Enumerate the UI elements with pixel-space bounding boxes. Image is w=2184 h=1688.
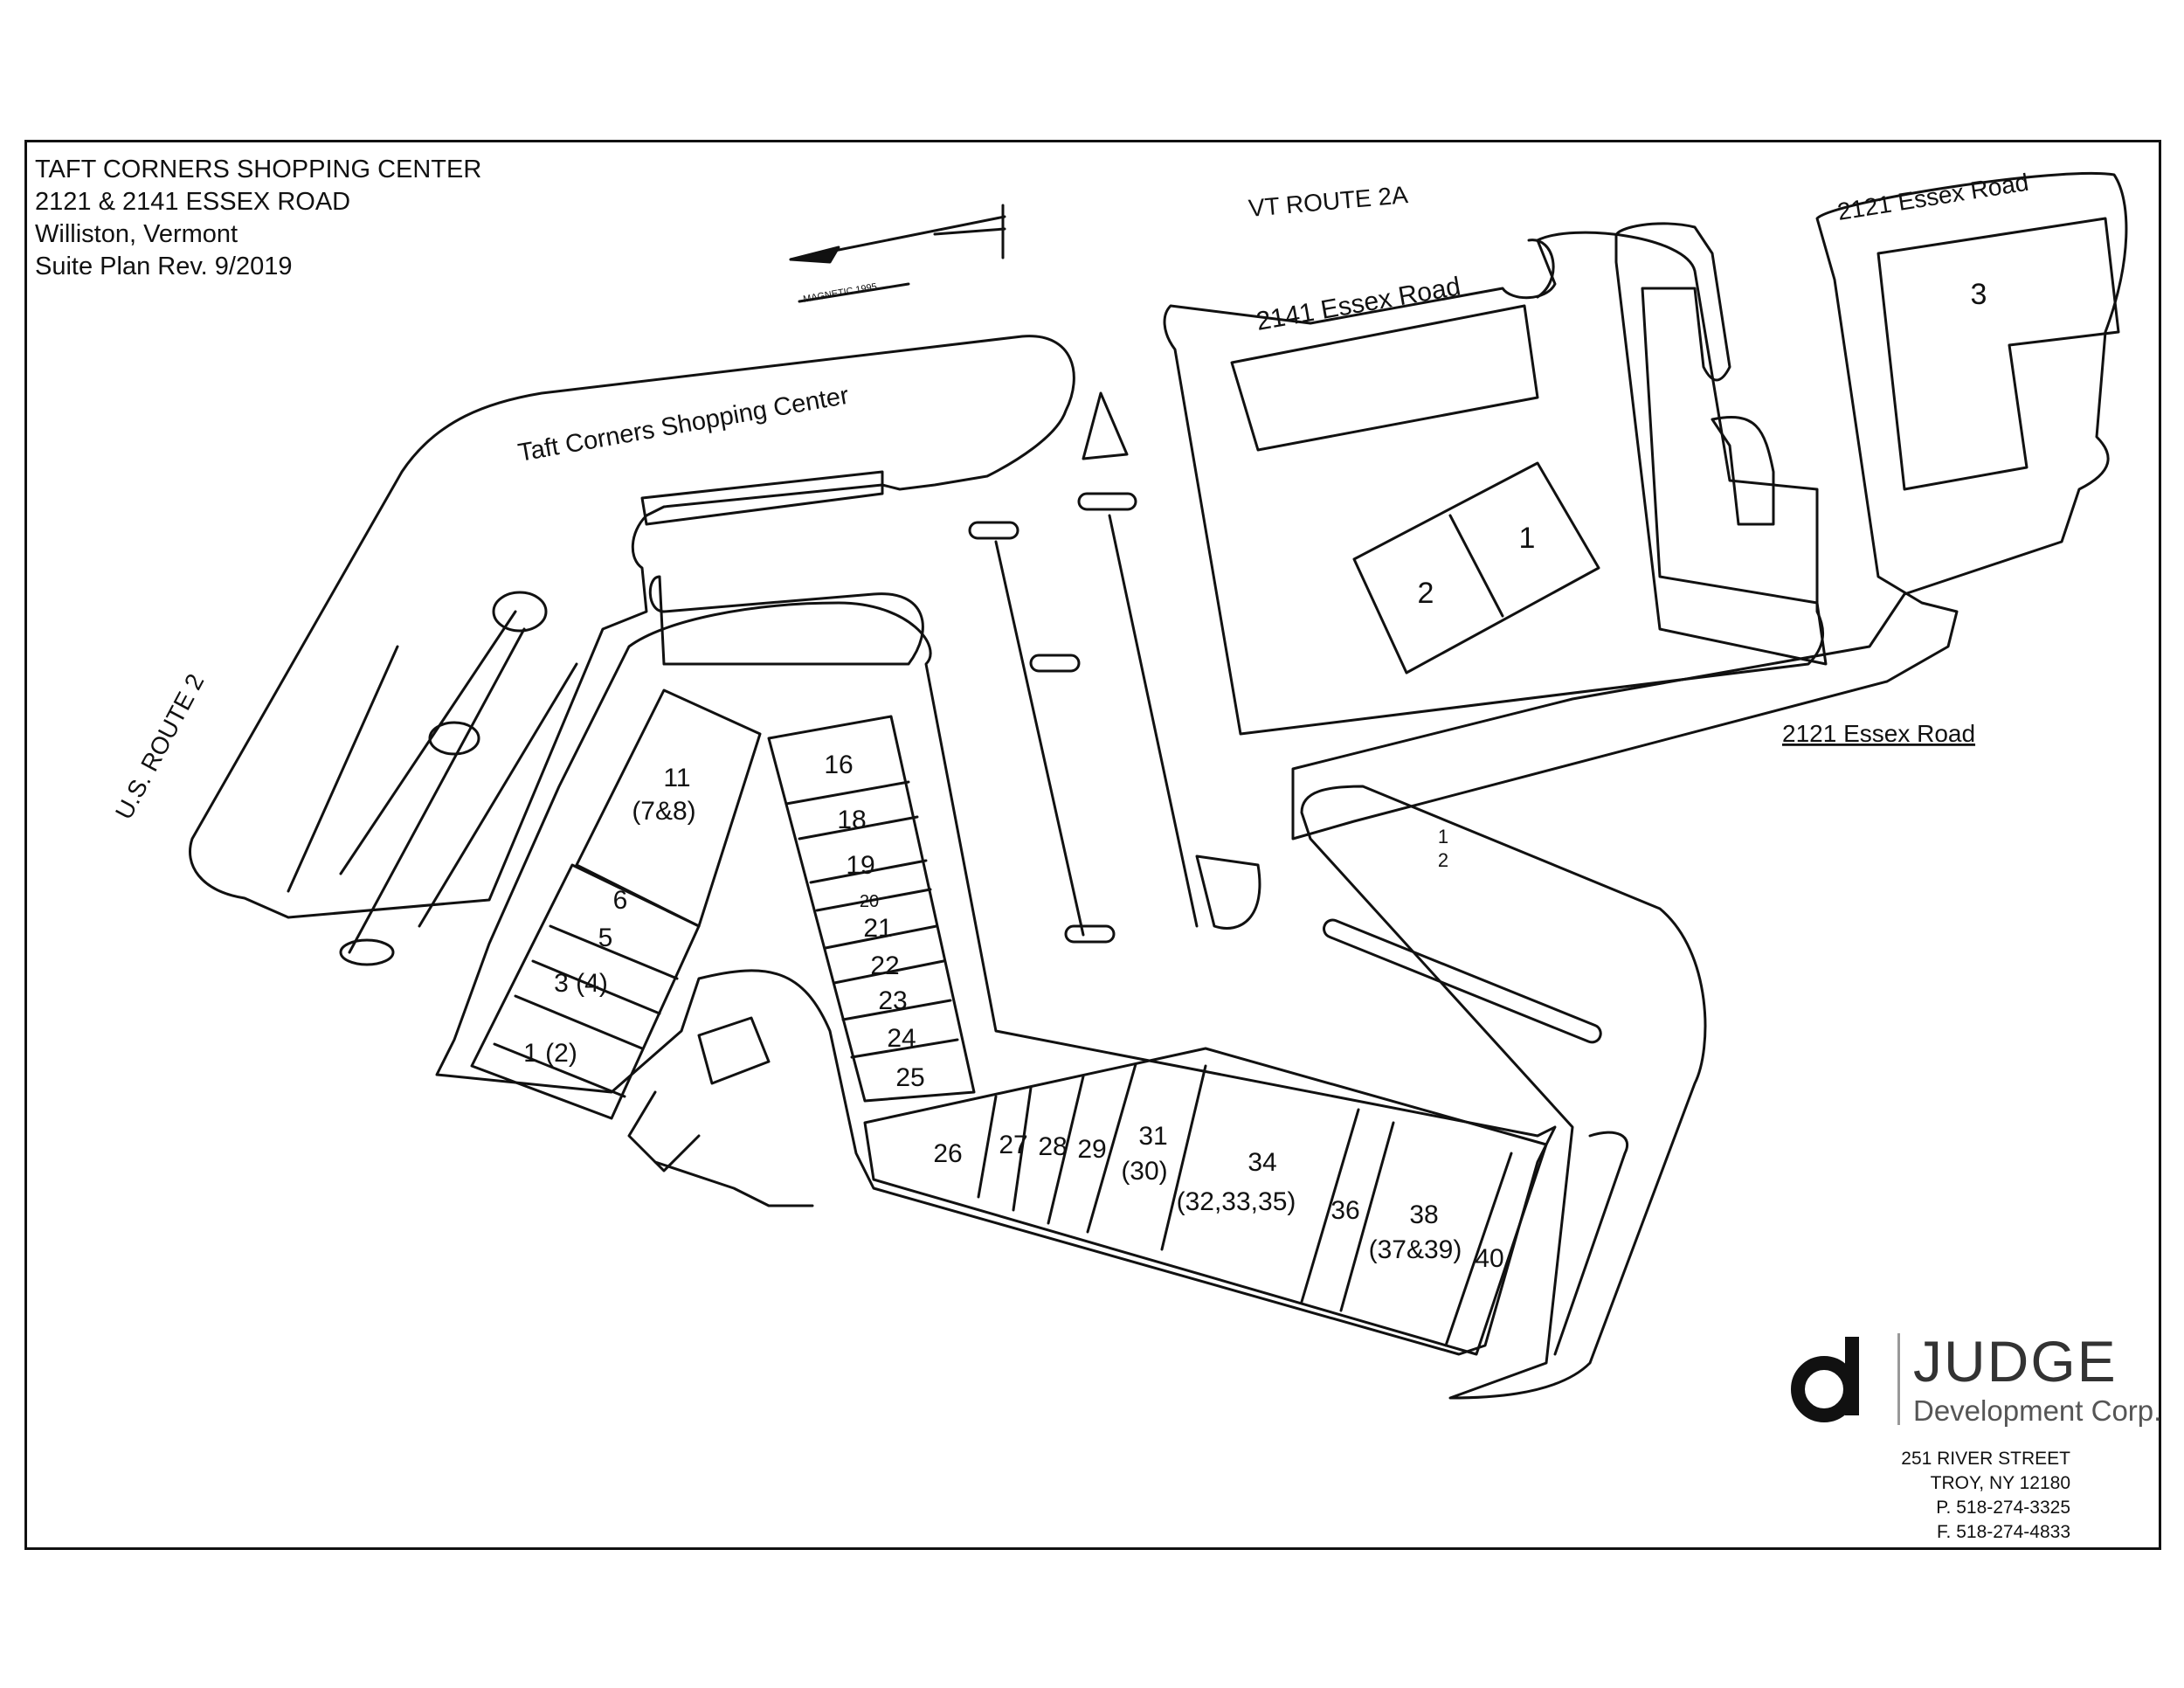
suite-labels: 3 1 2 1 2 11 (7&8) 6 5 3 (4) 1 (2) 16 18… [523,278,1987,1273]
contact-block: 251 RIVER STREET TROY, NY 12180 P. 518-2… [1861,1447,2070,1545]
parking-top-row [640,470,884,526]
contact-street: 251 RIVER STREET [1901,1449,2070,1469]
inner-ring-road [435,601,1557,1356]
suite-38-label: 38 [1409,1200,1438,1229]
suite-3-4-label: 3 (4) [554,969,608,998]
suite-27-label: 27 [999,1131,1027,1159]
suite-34b-label: (32,33,35) [1177,1187,1296,1216]
suite-1-label: 1 [1519,522,1536,555]
suite-36-label: 36 [1330,1196,1359,1225]
label-2121-essex-bottom: 2121 Essex Road [1782,720,1975,747]
label-2121-essex-top: 2121 Essex Road [1835,169,2030,225]
suite-21-label: 21 [863,914,892,943]
suite-18-label: 18 [837,806,866,834]
svg-text:MAGNETIC 1995: MAGNETIC 1995 [802,281,877,305]
logo-divider [1897,1333,1900,1425]
pad-1-label: 1 [1438,826,1448,847]
suite-31b-label: (30) [1121,1157,1167,1186]
parking-lower-row [648,575,924,666]
building-3 [1876,217,2120,491]
logo-subtitle: Development Corp. [1913,1394,2162,1427]
label-taft-corners: Taft Corners Shopping Center [516,382,852,467]
building-2141 [1230,304,1539,452]
suite-23-label: 23 [878,986,907,1015]
lot-middle [1614,222,1828,666]
building-left-stack [470,863,701,1120]
suite-16-label: 16 [824,751,853,779]
judge-d-logo-icon [1791,1337,1859,1422]
building-16-25 [767,715,976,1103]
suite-25-label: 25 [895,1063,924,1092]
title-line-1: TAFT CORNERS SHOPPING CENTER [35,156,482,183]
parking-center-strips [968,391,1261,944]
parking-rows-left [287,591,578,966]
contact-phone: P. 518-274-3325 [1936,1498,2070,1518]
suite-1-2-label: 1 (2) [523,1039,577,1068]
label-vt-route-2a: VT ROUTE 2A [1248,181,1409,222]
suite-20-label: 20 [860,892,879,911]
suite-2-label: 2 [1418,577,1434,610]
suite-40-label: 40 [1475,1244,1503,1273]
title-line-4: Suite Plan Rev. 9/2019 [35,253,293,280]
contact-city: TROY, NY 12180 [1930,1473,2070,1493]
lot-2121-essex [1291,171,2128,841]
north-arrow-icon [789,204,1006,303]
suite-11b-label: (7&8) [632,797,695,826]
suite-3-label: 3 [1971,278,1987,311]
suite-34-label: 34 [1248,1148,1276,1177]
north-arrow-label: MAGNETIC 1995 [802,281,877,305]
title-line-2: 2121 & 2141 ESSEX ROAD [35,188,351,216]
logo-name: JUDGE [1913,1329,2118,1394]
pad-2-label: 2 [1438,849,1448,871]
building-1-2 [1352,461,1600,675]
suite-22-label: 22 [870,951,899,980]
pad-building [697,1016,771,1085]
title-line-3: Williston, Vermont [35,220,238,248]
suite-6-label: 6 [613,886,628,915]
suite-29-label: 29 [1077,1135,1106,1164]
suite-26-label: 26 [933,1139,962,1168]
title-block: TAFT CORNERS SHOPPING CENTER 2121 & 2141… [35,154,481,283]
suite-24-label: 24 [887,1024,916,1053]
label-2141-essex: 2141 Essex Road [1254,272,1462,336]
suite-38b-label: (37&39) [1369,1235,1462,1264]
suite-19-label: 19 [846,851,874,880]
suite-28-label: 28 [1038,1132,1067,1161]
suite-5-label: 5 [598,924,613,952]
label-us-route-2: U.S. ROUTE 2 [110,669,210,824]
contact-fax: F. 518-274-4833 [1937,1522,2070,1542]
taft-corners-lot-outline [189,335,1075,919]
judge-logo: JUDGE Development Corp. [1782,1328,2161,1433]
suite-11-label: 11 [663,764,690,792]
suite-31-label: 31 [1138,1122,1167,1151]
parking-lower-right [1300,785,1707,1400]
plan-border [24,140,2161,1550]
road-labels: VT ROUTE 2A U.S. ROUTE 2 Taft Corners Sh… [110,169,2030,824]
building-26-40 [863,1047,1548,1356]
